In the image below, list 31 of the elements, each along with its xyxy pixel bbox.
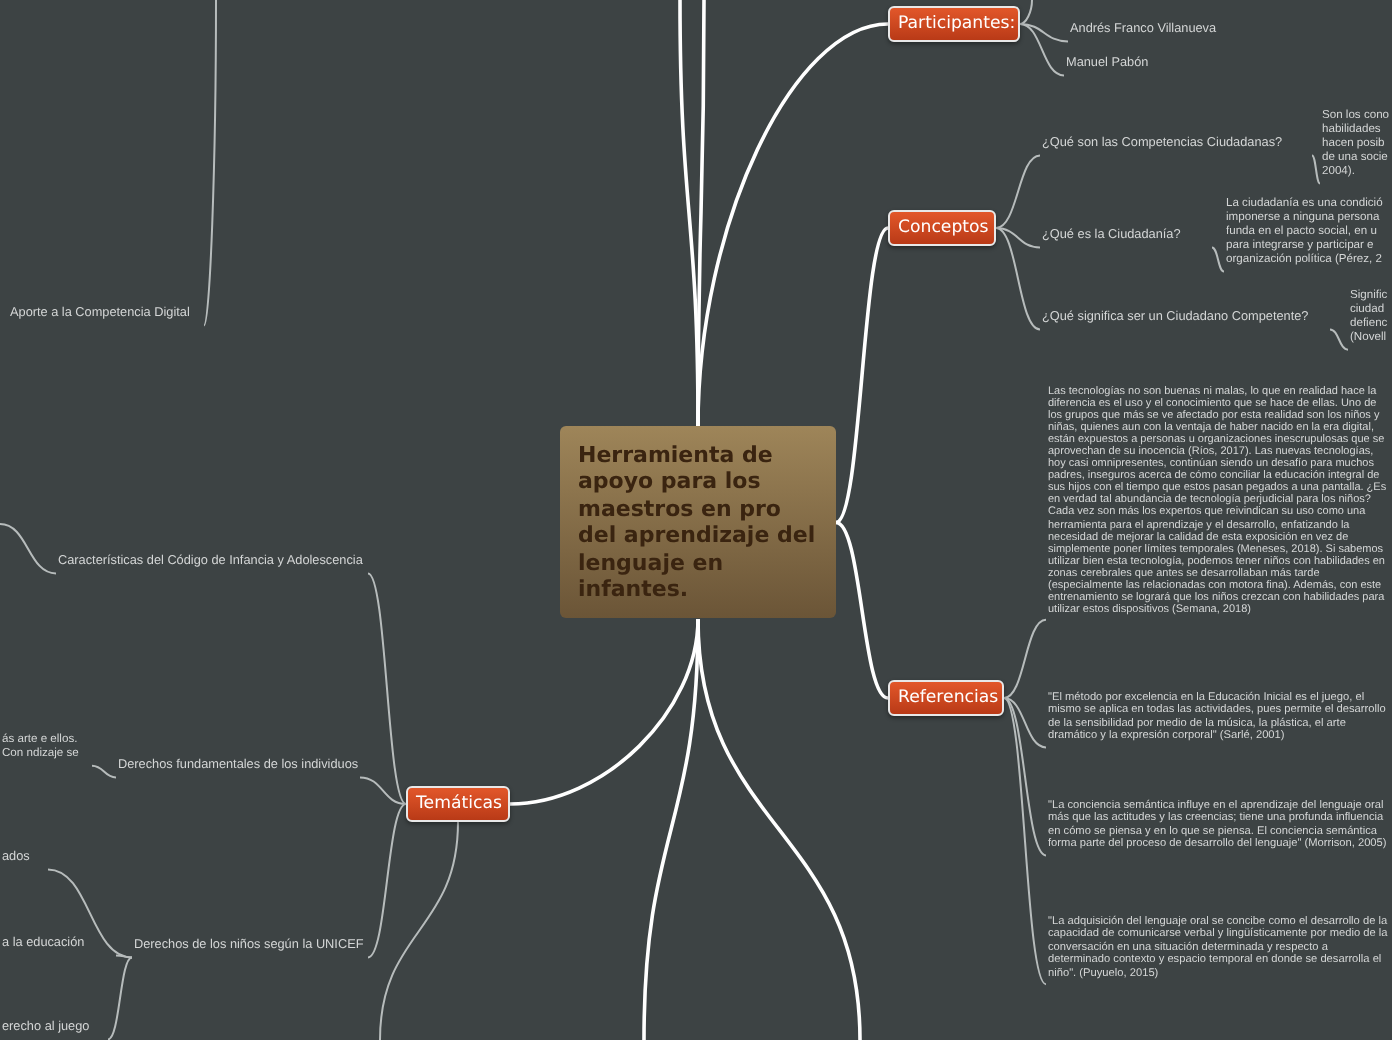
connector-line <box>115 954 133 959</box>
connector-line <box>1211 246 1225 273</box>
connector-line <box>995 227 1041 249</box>
connector-line <box>107 956 133 1040</box>
connector-line <box>1003 618 1047 699</box>
connector-line <box>359 776 407 805</box>
connector-line <box>1003 697 1047 857</box>
connector-line <box>1019 23 1065 77</box>
connector-line <box>1019 0 1033 25</box>
connector-line <box>0 523 57 575</box>
connector-line <box>203 0 217 327</box>
connector-line <box>1003 697 1047 986</box>
connector-line <box>367 572 407 805</box>
connector-line <box>91 764 117 779</box>
connector-line <box>696 0 706 426</box>
topic-box: Conceptos <box>888 210 996 246</box>
connector-line <box>1329 328 1349 351</box>
connector-line <box>696 618 862 1040</box>
connector-line <box>995 154 1041 229</box>
topic-box: Participantes: <box>888 6 1020 42</box>
connector-line <box>1019 23 1069 43</box>
central-topic: Herramienta de apoyo para los maestros en pro del aprendizaje del lenguaje en infantes. <box>560 426 836 619</box>
connector-line <box>995 227 1041 331</box>
topic-box: Referencias <box>888 680 1004 716</box>
connector-line <box>379 821 459 1040</box>
connector-line <box>834 226 890 524</box>
connector-line <box>1003 697 1047 749</box>
connector-line <box>835 520 889 700</box>
connector-line <box>1311 154 1321 185</box>
connector-line <box>367 803 407 959</box>
topic-box: Temáticas <box>406 786 510 822</box>
